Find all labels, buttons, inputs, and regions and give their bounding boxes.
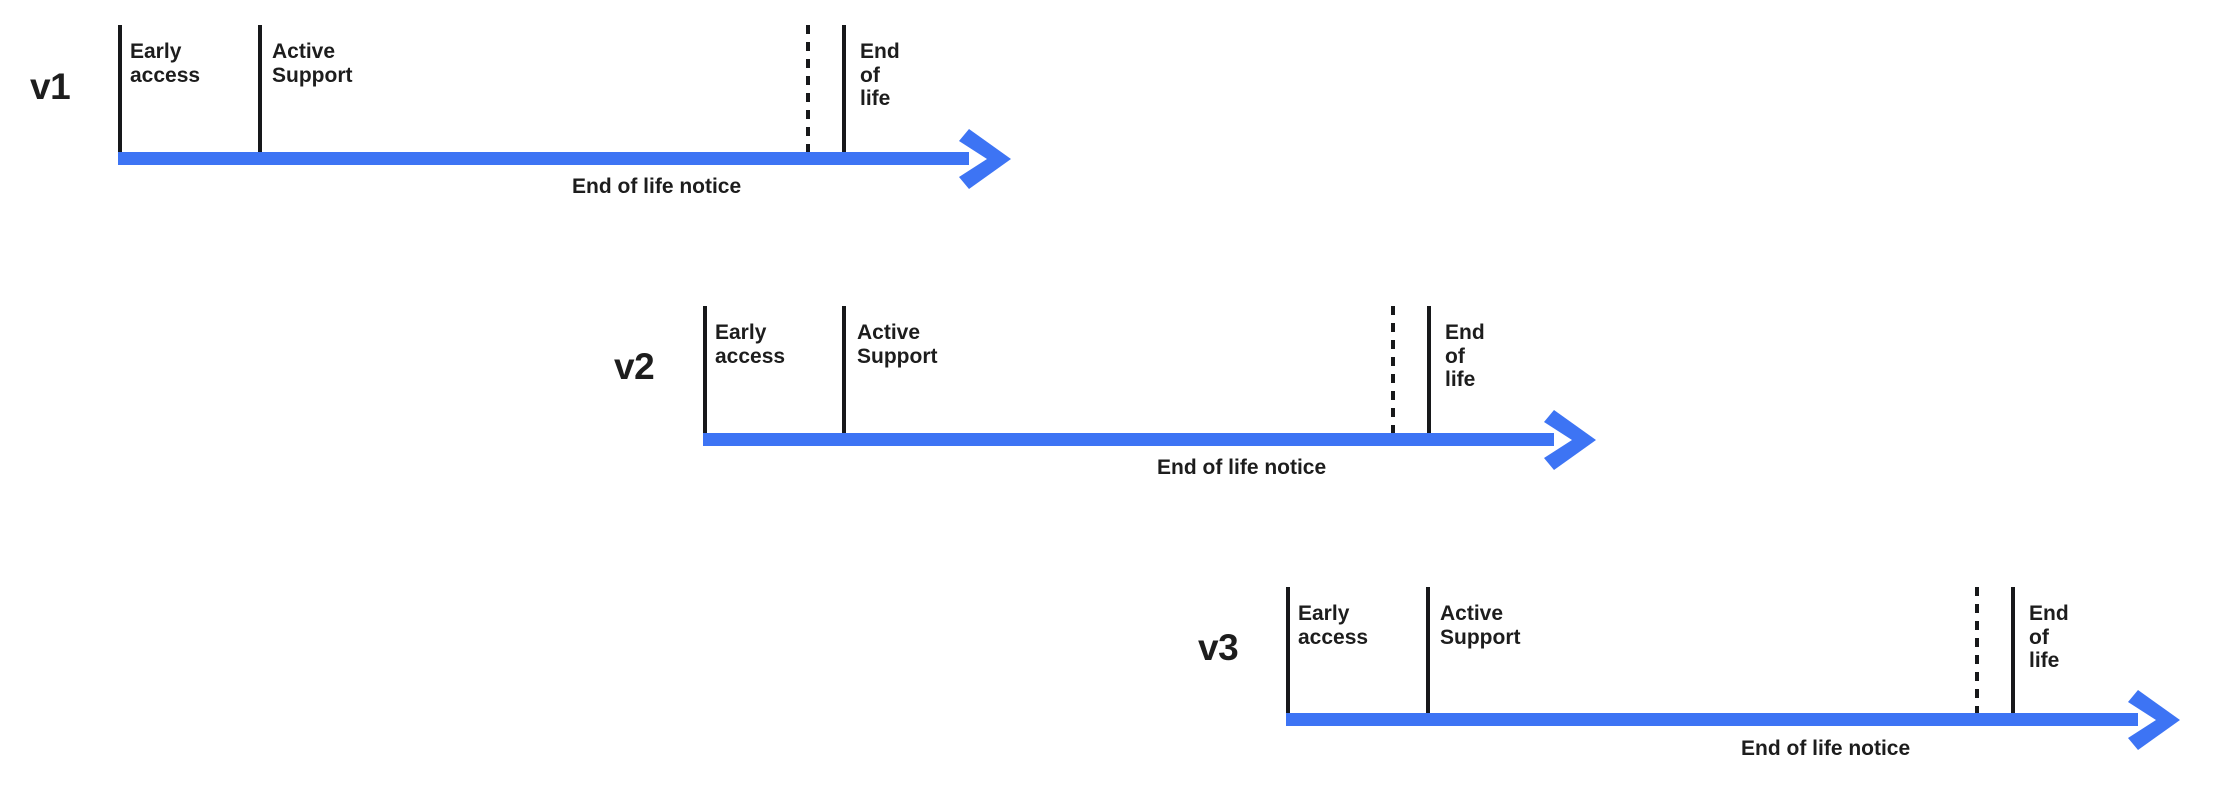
phase-label-v2-3: End of life bbox=[1445, 321, 1485, 392]
phase-label-v2-2: Active Support bbox=[857, 321, 938, 368]
version-label-v3: v3 bbox=[1198, 627, 1239, 668]
eol-notice-label-v3: End of life notice bbox=[1741, 737, 1911, 760]
phase-divider-v2-1 bbox=[703, 306, 707, 433]
arrow-head-icon-v3 bbox=[2128, 688, 2182, 752]
eol-notice-marker-v3 bbox=[1975, 587, 1979, 713]
phase-label-v1-3: End of life bbox=[860, 40, 900, 111]
version-label-v2: v2 bbox=[614, 346, 655, 387]
phase-divider-v1-3 bbox=[842, 25, 846, 152]
arrow-head-icon-v2 bbox=[1544, 408, 1598, 472]
eol-notice-marker-v2 bbox=[1391, 306, 1395, 433]
phase-label-v3-3: End of life bbox=[2029, 602, 2069, 673]
phase-divider-v3-3 bbox=[2011, 587, 2015, 713]
phase-divider-v1-1 bbox=[118, 25, 122, 152]
phase-divider-v2-2 bbox=[842, 306, 846, 433]
timeline-bar-v1 bbox=[118, 152, 969, 165]
version-label-v1: v1 bbox=[30, 66, 71, 107]
phase-label-v3-2: Active Support bbox=[1440, 602, 1521, 649]
eol-notice-label-v2: End of life notice bbox=[1157, 456, 1327, 479]
phase-label-v2-1: Early access bbox=[715, 321, 786, 368]
timeline-bar-v2 bbox=[703, 433, 1554, 446]
phase-label-v1-2: Active Support bbox=[272, 40, 353, 87]
eol-notice-label-v1: End of life notice bbox=[572, 175, 742, 198]
eol-notice-marker-v1 bbox=[806, 25, 810, 152]
phase-label-v3-1: Early access bbox=[1298, 602, 1369, 649]
phase-divider-v1-2 bbox=[258, 25, 262, 152]
phase-divider-v3-1 bbox=[1286, 587, 1290, 713]
arrow-head-icon-v1 bbox=[959, 127, 1013, 191]
phase-divider-v2-3 bbox=[1427, 306, 1431, 433]
phase-label-v1-1: Early access bbox=[130, 40, 201, 87]
phase-divider-v3-2 bbox=[1426, 587, 1430, 713]
timeline-bar-v3 bbox=[1286, 713, 2138, 726]
